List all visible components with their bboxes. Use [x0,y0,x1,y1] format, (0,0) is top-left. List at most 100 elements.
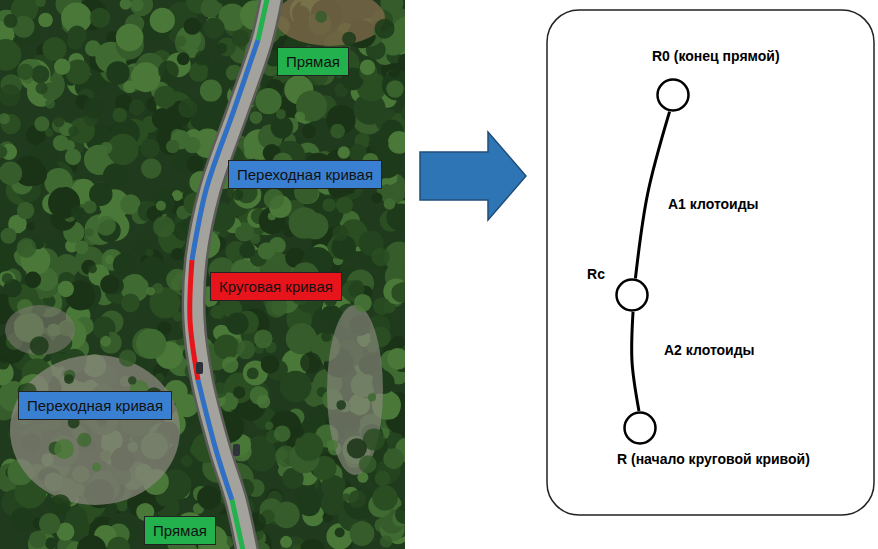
tree [17,238,37,258]
tree [112,108,127,123]
tree [2,273,13,284]
tree [292,544,301,549]
tree [315,11,327,23]
tree [395,505,405,524]
tree [68,26,87,45]
tree [92,463,101,472]
tree [350,521,375,546]
tree [261,355,280,374]
tree [254,330,273,349]
tree [120,194,140,214]
tree [294,112,305,123]
tree [250,234,260,244]
tree [186,156,203,173]
tree [392,336,405,349]
tree [88,264,97,273]
tree [321,331,331,341]
tree [298,494,320,516]
tree [300,352,321,373]
tree [175,36,186,47]
tree [116,24,144,52]
tree [83,200,96,213]
edge-label: A1 клотоиды [668,196,759,212]
tree [105,255,114,264]
tree [387,348,405,369]
tree [0,251,14,272]
tree [53,170,71,188]
tree [0,357,10,370]
road-segment [198,380,232,500]
tree [136,329,166,359]
tree [392,16,405,48]
tree [292,426,304,438]
tree [200,80,222,102]
car [196,362,203,374]
tree [45,99,55,109]
tree [384,198,396,210]
tree [302,124,316,138]
point-circle: R0 (конец прямой) [656,78,690,112]
tree [233,386,245,398]
tree [371,248,389,266]
tree [352,280,363,291]
tree [375,470,391,486]
tree [359,455,377,473]
tree [68,126,78,136]
tree [214,334,239,359]
tree [348,490,366,508]
tree [177,52,190,65]
soil-area [275,0,385,46]
tree [274,425,291,442]
circular-label: Круговая кривая [210,272,342,301]
clothoid-line [635,112,669,279]
tree [146,248,154,256]
tree [388,64,402,78]
tree [299,539,325,549]
tree [64,374,74,384]
tree [265,422,273,430]
road-segment [192,40,258,260]
tree [336,196,353,213]
tree [280,536,292,548]
tree [332,225,348,241]
tree [58,281,74,297]
rock-area [10,355,180,505]
straight-label: Прямая [277,47,349,76]
tree [50,494,71,515]
tree [271,116,293,138]
tree [0,200,12,218]
point-circle: Rc [615,278,649,312]
tree [360,59,376,75]
tree [100,142,112,154]
point-circle: R (начало круговой кривой) [623,411,657,445]
circle-outline [656,78,690,112]
tree [398,281,405,293]
tree [232,30,249,47]
road-segment [258,0,268,40]
tree [189,62,209,82]
road-segment [190,260,198,380]
tree [275,446,296,467]
tree [268,212,276,220]
tree [368,393,376,401]
tree [71,206,84,219]
tree [65,149,81,165]
tree [235,226,245,236]
tree [203,18,224,39]
tree [117,501,128,512]
tree [289,207,321,239]
tree [131,62,161,92]
tree [77,433,91,447]
tree [77,535,107,549]
tree [342,493,350,501]
tree [35,0,45,7]
tree [280,371,312,403]
tree [121,294,140,313]
tree [10,508,33,531]
tree [327,440,338,451]
tree [257,395,271,409]
road-segment [232,500,244,549]
tree [222,357,238,373]
